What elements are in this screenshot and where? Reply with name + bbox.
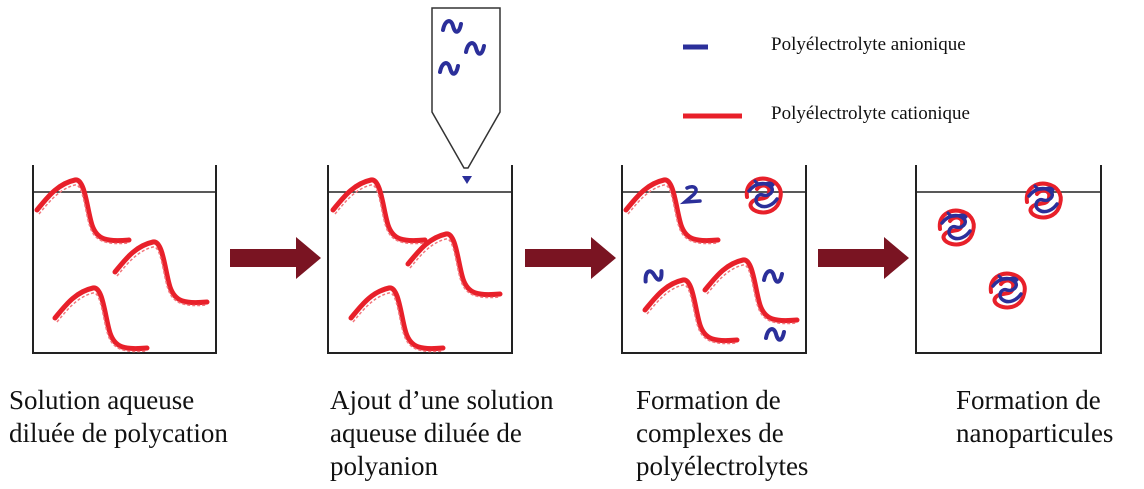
caption-line: Solution aqueuse [9, 385, 195, 415]
arrow-1 [230, 237, 321, 279]
nanoparticle [937, 208, 976, 247]
caption-step-1: Solution aqueuse diluée de polycation [9, 384, 228, 450]
caption-line: Ajout d’une solution [330, 385, 554, 415]
polyanion-dropper [431, 7, 501, 184]
nanoparticle [1024, 181, 1063, 220]
process-arrows [230, 237, 909, 279]
beaker-4 [915, 165, 1102, 354]
caption-line: Formation de [956, 385, 1101, 415]
legend-anionic-label: Polyélectrolyte anionique [771, 34, 966, 55]
nanoparticle [988, 271, 1027, 310]
caption-step-2: Ajout d’une solution aqueuse diluée de p… [330, 384, 554, 483]
caption-line: polyélectrolytes [636, 451, 809, 481]
legend-cationic-label: Polyélectrolyte cationique [771, 103, 970, 124]
caption-step-4: Formation de nanoparticules [956, 384, 1113, 450]
caption-line: polyanion [330, 451, 438, 481]
drop-icon [462, 176, 472, 184]
beaker-2 [327, 165, 513, 353]
caption-step-3: Formation de complexes de polyélectrolyt… [636, 384, 808, 483]
arrow-3 [818, 237, 909, 279]
beaker-1 [32, 165, 217, 353]
caption-line: Formation de [636, 385, 781, 415]
legend [683, 44, 742, 119]
caption-line: nanoparticules [956, 418, 1114, 448]
arrow-2 [525, 237, 616, 279]
caption-line: diluée de polycation [9, 418, 228, 448]
caption-line: complexes de [636, 418, 784, 448]
caption-line: aqueuse diluée de [330, 418, 522, 448]
beaker-3 [621, 165, 807, 354]
